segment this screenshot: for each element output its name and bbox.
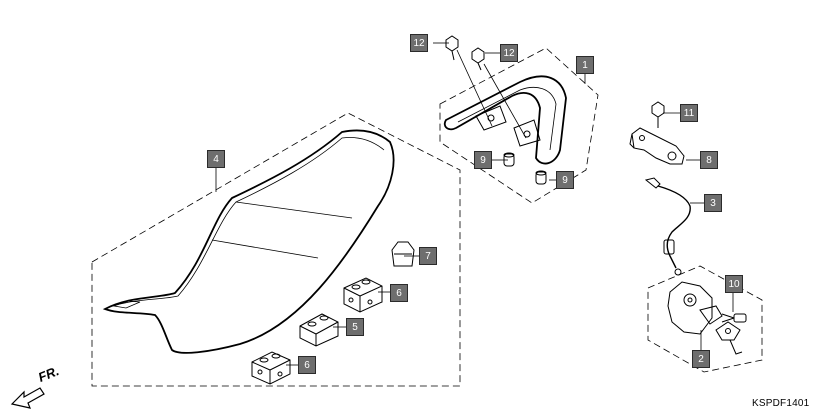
grab-rail-inner-line: [457, 87, 557, 151]
seat-crease-2: [211, 239, 319, 259]
grab-rail-bracket-right: [513, 119, 541, 147]
seat-outline: [102, 129, 395, 354]
leader-lines: [215, 42, 734, 366]
seat-drawing: [102, 129, 395, 354]
callout-1: 1: [576, 56, 594, 74]
callout-3: 3: [704, 194, 722, 212]
screw-10-drawing: [721, 313, 747, 323]
seat-crease-1: [235, 201, 353, 219]
callout-6-upper: 6: [390, 284, 408, 302]
callout-10: 10: [725, 275, 743, 293]
grab-rail-bracket-left: [475, 105, 507, 131]
bracket-hole-left: [487, 114, 495, 122]
damper-7-drawing: [391, 241, 415, 267]
callout-8: 8: [700, 151, 718, 169]
bolt-11-drawing: [651, 101, 665, 128]
seat-top-contour: [111, 137, 385, 307]
group-outlines: [91, 47, 763, 387]
callout-9-left: 9: [474, 151, 492, 169]
callout-7: 7: [419, 247, 437, 265]
seat-group-outline: [91, 112, 461, 387]
callout-12-right: 12: [500, 44, 518, 62]
collar-9-left-drawing: [503, 152, 515, 167]
callout-11: 11: [680, 104, 698, 122]
bolt-12-left-drawing: [445, 35, 459, 61]
grab-rail-group-outline: [439, 47, 599, 204]
bracket-hole-right: [523, 130, 531, 138]
callout-12-left: 12: [410, 34, 428, 52]
callout-5: 5: [346, 318, 364, 336]
seat-front-lip: [112, 300, 141, 309]
seat-lock-drawing: [667, 281, 743, 355]
callout-6-lower: 6: [298, 356, 316, 374]
callout-9-right: 9: [556, 171, 574, 189]
seat-latch-drawing: [629, 127, 685, 165]
block-5-drawing: [299, 313, 339, 347]
callout-2: 2: [692, 350, 710, 368]
drawing-code: KSPDF1401: [752, 398, 810, 409]
lock-group-outline: [647, 265, 763, 373]
bolt-12-right-drawing: [471, 47, 485, 71]
key-drawing: [715, 321, 743, 355]
collar-9-right-drawing: [535, 170, 547, 185]
block-6-upper-drawing: [343, 277, 383, 313]
seat-lock-cable-drawing: [644, 177, 691, 276]
block-6-lower-drawing: [251, 351, 291, 385]
front-arrow-icon: [10, 387, 45, 409]
grab-rail-drawing: [443, 75, 567, 165]
callout-4: 4: [207, 150, 225, 168]
grab-rail-outline: [443, 75, 567, 165]
